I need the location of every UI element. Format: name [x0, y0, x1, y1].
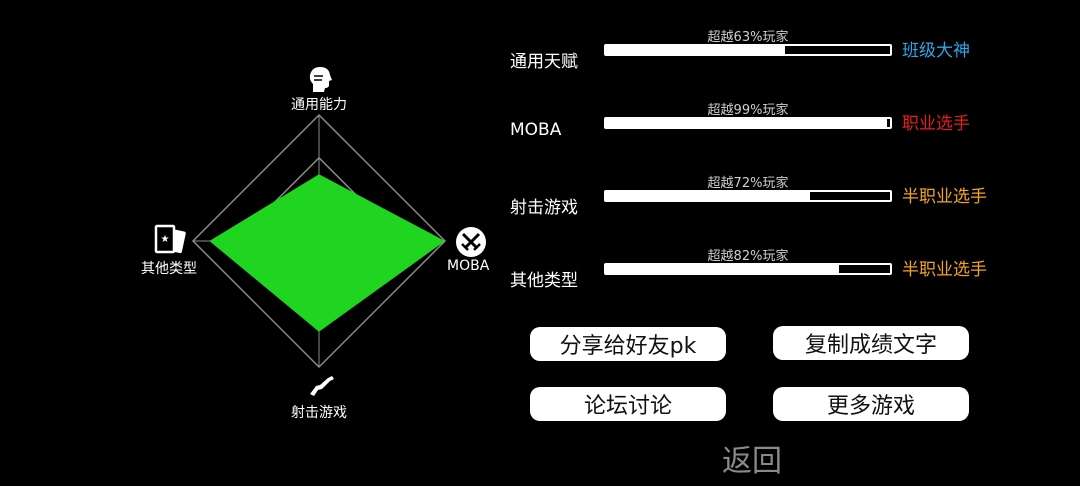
back-button[interactable]: 返回 [722, 444, 782, 479]
stat-name: 通用天赋 [510, 52, 578, 72]
stat-percent-text: 超越72%玩家 [707, 176, 789, 191]
axis-label-other: 其他类型 [141, 261, 197, 277]
head-profile-icon [309, 67, 332, 92]
crossed-swords-icon [456, 227, 486, 257]
rifle-icon [310, 376, 334, 396]
stat-level: 职业选手 [902, 114, 970, 134]
progress-fill [606, 192, 811, 200]
stat-percent-text: 超越82%玩家 [707, 249, 789, 264]
stat-name: 射击游戏 [510, 198, 578, 218]
stat-row-moba: MOBA 超越99%玩家 职业选手 [0, 103, 1080, 153]
axis-label-shooter: 射击游戏 [291, 405, 347, 421]
stat-percent-text: 超越99%玩家 [707, 103, 789, 118]
progress-bar [604, 263, 892, 275]
progress-fill [606, 265, 839, 273]
cards-icon: ★ [154, 224, 186, 254]
stat-level: 班级大神 [902, 41, 970, 61]
stat-percent-text: 超越63%玩家 [707, 30, 789, 45]
svg-text:★: ★ [161, 234, 170, 245]
progress-bar [604, 190, 892, 202]
stat-row-other: 其他类型 超越82%玩家 半职业选手 [0, 249, 1080, 299]
forum-button[interactable]: 论坛讨论 [530, 387, 726, 421]
progress-fill [606, 46, 785, 54]
progress-bar [604, 117, 892, 129]
stat-name: 其他类型 [510, 271, 578, 291]
more-games-button[interactable]: 更多游戏 [773, 387, 969, 421]
axis-label-moba: MOBA [447, 258, 490, 274]
stat-level: 半职业选手 [902, 187, 987, 207]
radar-area [209, 174, 445, 332]
progress-bar [604, 44, 892, 56]
axis-label-general: 通用能力 [291, 97, 347, 113]
share-pk-button[interactable]: 分享给好友pk [530, 327, 726, 361]
progress-fill [606, 119, 888, 127]
stat-row-general: 通用天赋 超越63%玩家 班级大神 [0, 30, 1080, 80]
stat-row-shooter: 射击游戏 超越72%玩家 半职业选手 [0, 176, 1080, 226]
radar-chart [191, 113, 447, 369]
stat-name: MOBA [510, 120, 562, 140]
copy-result-button[interactable]: 复制成绩文字 [773, 326, 969, 360]
stat-level: 半职业选手 [902, 260, 987, 280]
